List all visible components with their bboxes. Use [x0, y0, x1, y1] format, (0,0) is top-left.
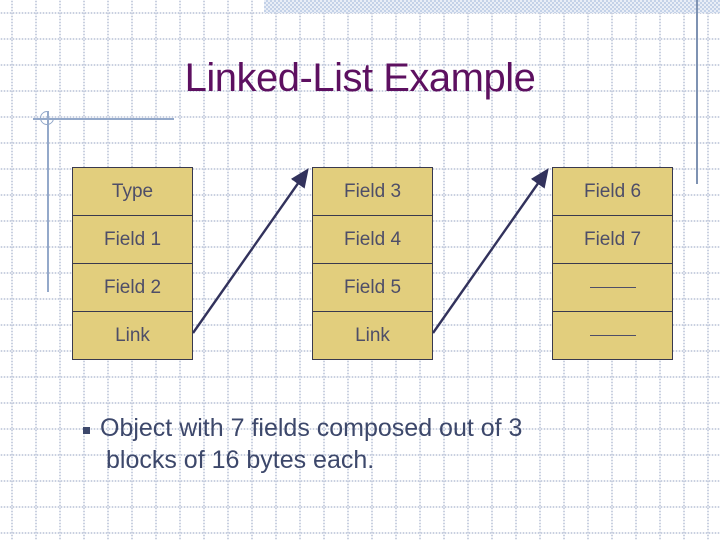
block-cell-empty	[553, 264, 672, 312]
bullet-text: Object with 7 fields composed out of 3 b…	[100, 412, 623, 476]
cell-label: Field 5	[343, 276, 402, 298]
block-cell-empty	[553, 312, 672, 359]
left-accent-vline	[47, 111, 49, 292]
block-cell: Type	[73, 168, 192, 216]
cell-label: Field 1	[103, 228, 162, 250]
bullet-item: Object with 7 fields composed out of 3 b…	[83, 412, 623, 476]
block-cell: Field 4	[313, 216, 432, 264]
block-cell: Field 6	[553, 168, 672, 216]
block-cell: Field 7	[553, 216, 672, 264]
memory-block-2: Field 3 Field 4 Field 5 Link	[312, 167, 433, 360]
cell-label: Link	[355, 324, 390, 346]
circle-ornament-icon	[37, 108, 57, 128]
bullet-square-icon	[83, 427, 90, 434]
right-accent-line	[696, 0, 698, 184]
cell-label: Field 2	[103, 276, 162, 298]
cell-label: Field 3	[343, 180, 402, 202]
left-accent-hline	[33, 118, 174, 120]
block-cell: Field 3	[313, 168, 432, 216]
top-accent-band	[264, 0, 720, 13]
block-cell: Field 2	[73, 264, 192, 312]
link-arrow-2	[432, 168, 549, 334]
cell-label: Type	[111, 180, 154, 202]
block-cell: Field 1	[73, 216, 192, 264]
block-cell: Link	[313, 312, 432, 359]
link-arrow-1	[192, 168, 309, 334]
empty-field-line	[589, 286, 636, 289]
bullet-line-2: blocks of 16 bytes each.	[106, 446, 375, 474]
memory-block-3: Field 6 Field 7	[552, 167, 673, 360]
empty-field-line	[589, 334, 636, 337]
cell-label: Field 6	[583, 180, 642, 202]
block-cell: Field 5	[313, 264, 432, 312]
cell-label: Field 7	[583, 228, 642, 250]
bullet-line-1: Object with 7 fields composed out of 3	[100, 414, 523, 442]
block-cell: Link	[73, 312, 192, 359]
slide-title: Linked-List Example	[184, 56, 536, 100]
cell-label: Field 4	[343, 228, 402, 250]
cell-label: Link	[115, 324, 150, 346]
